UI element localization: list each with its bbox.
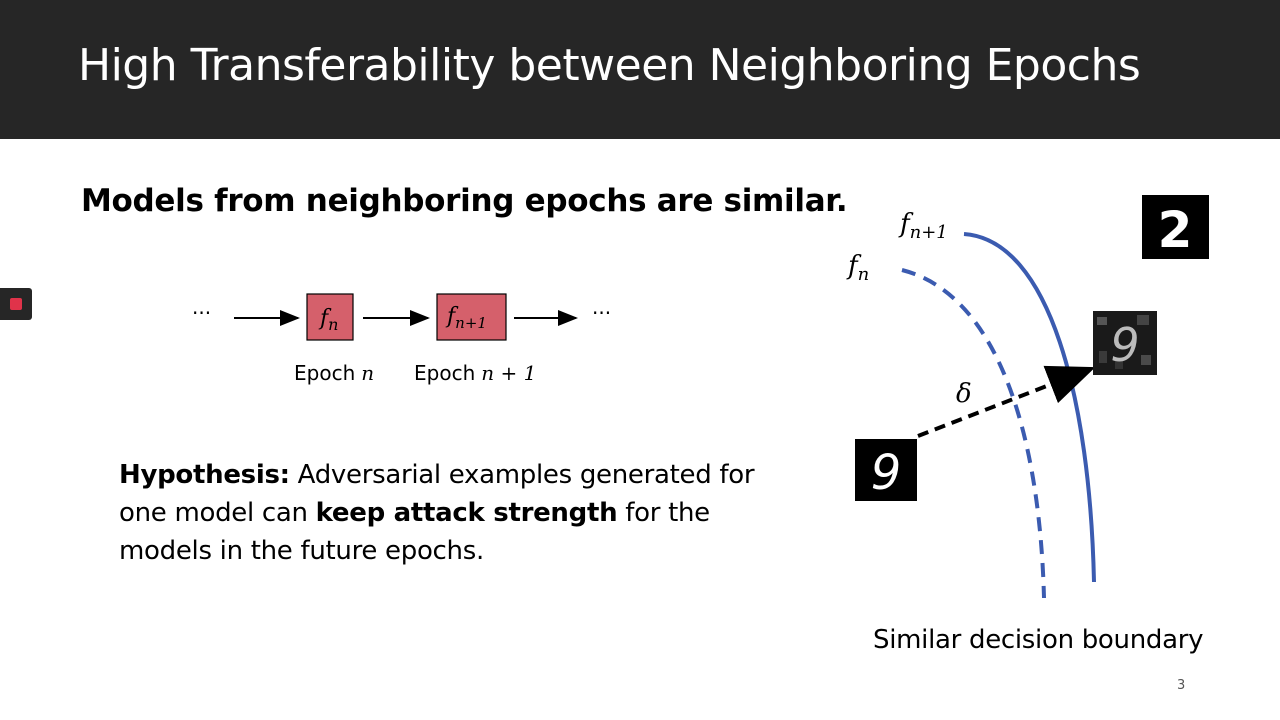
perturbation-arrow — [917, 365, 1096, 438]
model-n1-box — [436, 293, 507, 341]
model-n-box — [306, 293, 354, 341]
hypothesis-label: Hypothesis: — [119, 460, 290, 490]
boundary-caption: Similar decision boundary — [873, 625, 1204, 655]
title-bar: High Transferability between Neighboring… — [0, 0, 1280, 139]
hypothesis-emphasis: keep attack strength — [315, 498, 618, 528]
record-icon — [10, 298, 22, 310]
decision-boundary-diagram: fn fn+1 δ — [846, 209, 1096, 599]
ellipsis-left: ··· — [192, 301, 211, 325]
boundary-curve-n — [901, 268, 1046, 599]
target-digit-image: 2 — [1142, 195, 1209, 259]
delta-label: δ — [956, 379, 972, 409]
svg-text:9: 9 — [1110, 318, 1139, 372]
adversarial-digit-image: 9 — [1093, 311, 1157, 375]
boundary-curve-n1 — [963, 232, 1096, 583]
svg-text:9: 9 — [871, 445, 902, 501]
slide-title: High Transferability between Neighboring… — [78, 40, 1141, 91]
ellipsis-right: ··· — [592, 301, 611, 325]
hypothesis-text: Hypothesis: Adversarial examples generat… — [119, 460, 755, 566]
record-button[interactable] — [0, 288, 32, 320]
clean-digit-image: 9 — [855, 439, 917, 501]
svg-text:2: 2 — [1158, 201, 1193, 259]
curve-n1-label: fn+1 — [898, 209, 948, 243]
slide-subtitle: Models from neighboring epochs are simil… — [81, 183, 848, 219]
page-number: 3 — [1177, 678, 1186, 693]
curve-n-label: fn — [846, 251, 869, 285]
